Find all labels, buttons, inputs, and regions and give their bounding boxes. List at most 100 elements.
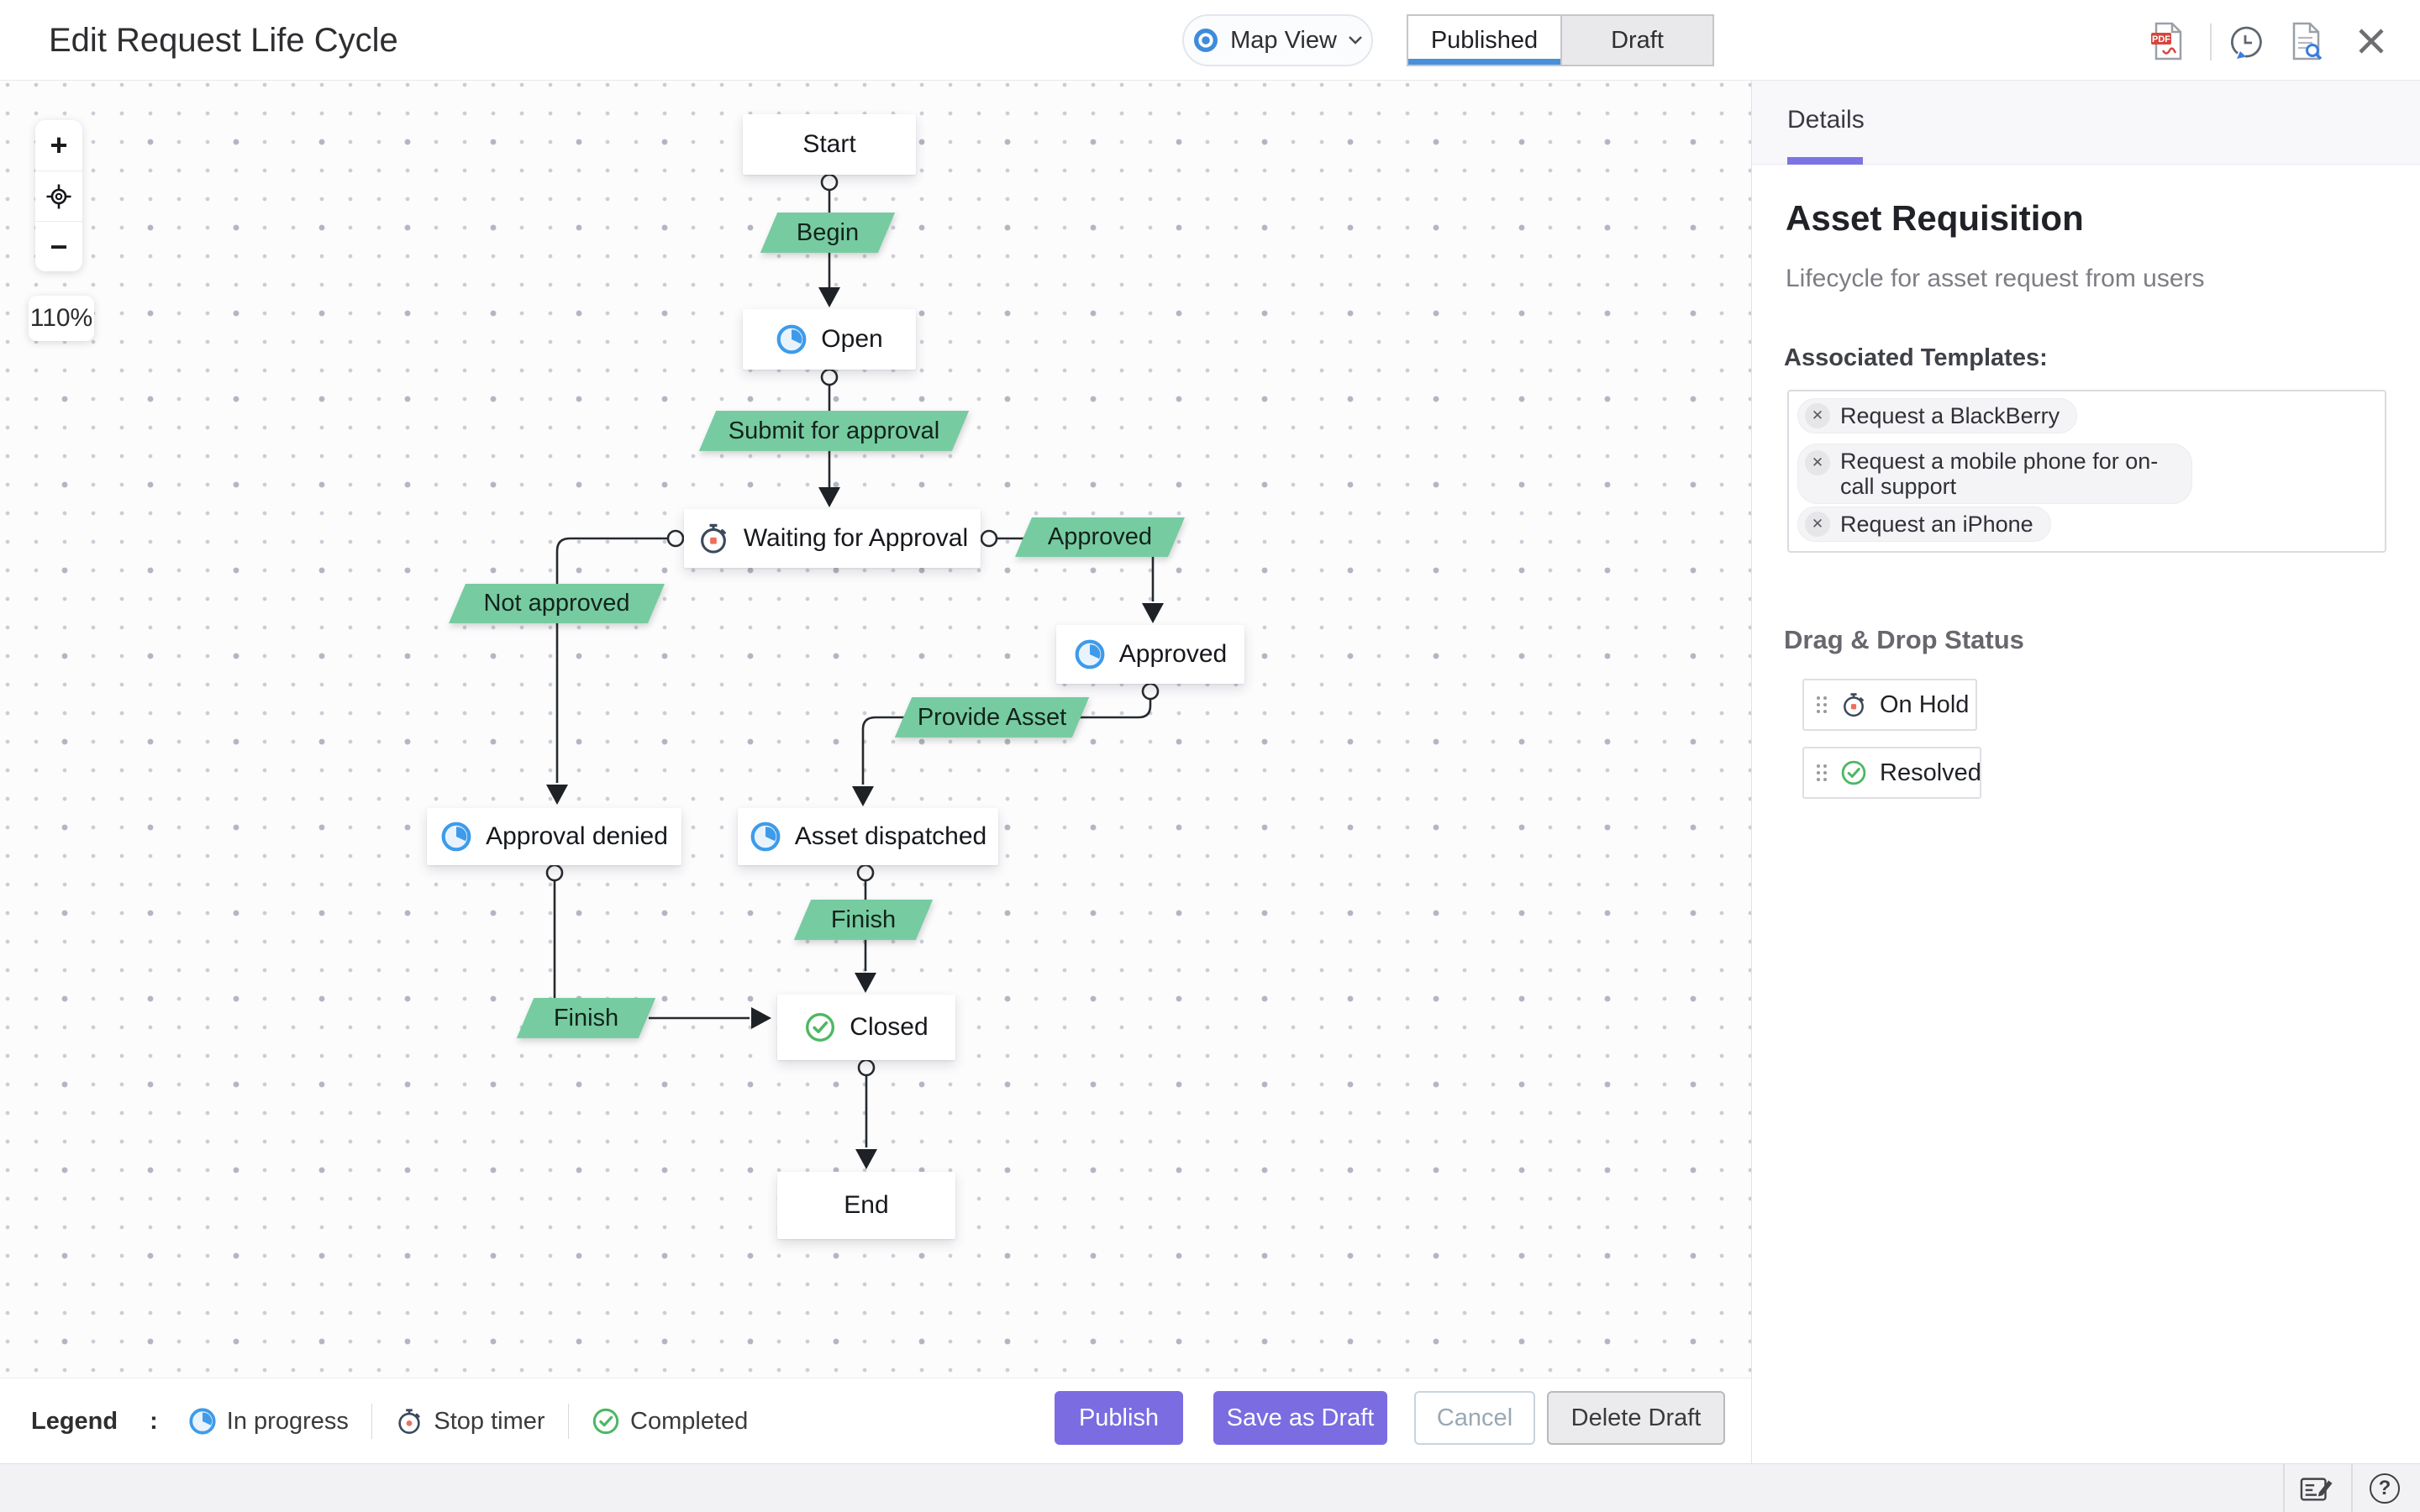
node-end[interactable]: End: [777, 1172, 955, 1239]
transition-provide-asset[interactable]: Provide Asset: [903, 697, 1081, 738]
drag-handle-icon[interactable]: [1816, 763, 1828, 783]
footer-strip: ?: [0, 1463, 2420, 1512]
transition-label: Finish: [830, 906, 897, 933]
help-icon[interactable]: ?: [2370, 1473, 2400, 1504]
transition-submit-for-approval[interactable]: Submit for approval: [708, 411, 960, 451]
transition-label: Begin: [796, 218, 860, 246]
drag-status-resolved[interactable]: Resolved: [1802, 747, 1981, 799]
delete-draft-button[interactable]: Delete Draft: [1547, 1391, 1725, 1445]
view-selector[interactable]: Map View: [1182, 14, 1373, 66]
zoom-in-button[interactable]: +: [50, 128, 68, 162]
node-label: Asset dispatched: [794, 822, 987, 850]
node-approval-denied[interactable]: Approval denied: [427, 808, 681, 865]
details-tab-underline: [1787, 157, 1863, 165]
workflow-canvas[interactable]: + − 110% Start Begin: [0, 81, 1751, 1378]
in-progress-icon: [440, 821, 472, 853]
transition-approved[interactable]: Approved: [1023, 517, 1176, 557]
crosshair-icon: [45, 183, 72, 210]
history-icon[interactable]: [2227, 24, 2264, 60]
drag-status-label: On Hold: [1880, 690, 1970, 718]
page-title: Edit Request Life Cycle: [49, 22, 398, 59]
publish-state-toggle: Published Draft: [1407, 14, 1714, 66]
in-progress-icon: [776, 323, 808, 355]
transition-not-approved[interactable]: Not approved: [457, 584, 656, 623]
associated-templates-label: Associated Templates:: [1784, 344, 2048, 371]
legend: Legend : In progress: [31, 1378, 748, 1464]
recenter-button[interactable]: [35, 171, 82, 221]
stop-timer-icon: [395, 1407, 424, 1436]
completed-icon: [592, 1407, 620, 1436]
associated-templates-box: ✕ Request a BlackBerry ✕ Request a mobil…: [1787, 390, 2386, 553]
node-waiting-for-approval[interactable]: Waiting for Approval: [684, 509, 981, 568]
publish-button[interactable]: Publish: [1055, 1391, 1183, 1445]
tab-details[interactable]: Details: [1787, 106, 1865, 134]
drag-status-on-hold[interactable]: On Hold: [1802, 679, 1977, 731]
close-icon[interactable]: [2356, 26, 2386, 56]
legend-colon: :: [150, 1407, 158, 1435]
legend-divider: [371, 1404, 373, 1439]
footer-divider: [2351, 1464, 2353, 1512]
export-pdf-icon[interactable]: PDF: [2149, 21, 2185, 61]
tab-published[interactable]: Published: [1408, 16, 1560, 65]
template-chip-label: Request a mobile phone for on-call suppo…: [1840, 449, 2159, 499]
legend-item-in-progress: In progress: [188, 1407, 349, 1436]
transition-finish-left[interactable]: Finish: [525, 998, 647, 1038]
template-chip-label: Request a BlackBerry: [1840, 402, 2060, 428]
drag-handle-icon[interactable]: [1816, 695, 1828, 715]
tab-draft[interactable]: Draft: [1560, 16, 1712, 65]
zoom-out-button[interactable]: −: [35, 221, 82, 271]
node-label: Approval denied: [486, 822, 668, 850]
node-approved[interactable]: Approved: [1056, 625, 1244, 684]
transition-finish-right[interactable]: Finish: [802, 900, 924, 940]
in-progress-icon: [750, 821, 781, 853]
node-label: Waiting for Approval: [743, 524, 969, 552]
remove-icon[interactable]: ✕: [1805, 512, 1830, 537]
footer-divider: [2283, 1464, 2285, 1512]
in-progress-icon: [188, 1407, 217, 1436]
legend-label: In progress: [226, 1407, 349, 1435]
node-label: Open: [821, 325, 883, 353]
transition-label: Not approved: [483, 590, 630, 617]
tab-published-label: Published: [1430, 26, 1539, 54]
template-chip: ✕ Request a mobile phone for on-call sup…: [1797, 444, 2192, 504]
active-tab-underline: [1408, 59, 1560, 65]
chevron-down-icon: [1348, 35, 1363, 45]
node-label: Approved: [1118, 640, 1228, 668]
tab-draft-label: Draft: [1611, 26, 1664, 54]
bottom-action-bar: Legend : In progress: [0, 1378, 1751, 1463]
stop-timer-icon: [697, 522, 730, 555]
template-chip-label: Request an iPhone: [1840, 511, 2033, 537]
legend-label: Stop timer: [434, 1407, 545, 1435]
node-asset-dispatched[interactable]: Asset dispatched: [738, 808, 998, 865]
node-start[interactable]: Start: [743, 114, 916, 175]
zoom-controls: + −: [35, 120, 82, 271]
legend-item-stop-timer: Stop timer: [395, 1407, 545, 1436]
remove-icon[interactable]: ✕: [1805, 450, 1830, 475]
in-progress-icon: [1074, 638, 1106, 670]
remove-icon[interactable]: ✕: [1805, 403, 1830, 428]
cancel-button[interactable]: Cancel: [1414, 1391, 1535, 1445]
feedback-edit-icon[interactable]: [2299, 1473, 2334, 1504]
completed-icon: [1840, 759, 1867, 786]
drag-drop-status-label: Drag & Drop Status: [1784, 625, 2024, 654]
details-panel-header: Details: [1752, 81, 2420, 165]
transition-label: Finish: [553, 1004, 619, 1032]
preview-document-icon[interactable]: [2289, 21, 2324, 61]
completed-icon: [804, 1011, 836, 1043]
header-icon-divider: [2210, 24, 2212, 60]
node-closed[interactable]: Closed: [777, 995, 955, 1060]
node-label: End: [844, 1191, 889, 1219]
svg-text:PDF: PDF: [2152, 34, 2170, 45]
details-panel: Details Asset Requisition Lifecycle for …: [1751, 81, 2420, 1463]
save-as-draft-button[interactable]: Save as Draft: [1213, 1391, 1387, 1445]
template-chip: ✕ Request a BlackBerry: [1797, 398, 2078, 433]
flow-connectors: [545, 173, 1164, 1169]
top-header: Edit Request Life Cycle Map View Publish…: [0, 0, 2420, 81]
eye-icon: [1192, 27, 1219, 54]
drag-status-label: Resolved: [1880, 759, 1981, 786]
transition-begin[interactable]: Begin: [769, 213, 886, 253]
transition-label: Approved: [1047, 523, 1153, 550]
node-open[interactable]: Open: [743, 309, 916, 370]
legend-item-completed: Completed: [592, 1407, 748, 1436]
